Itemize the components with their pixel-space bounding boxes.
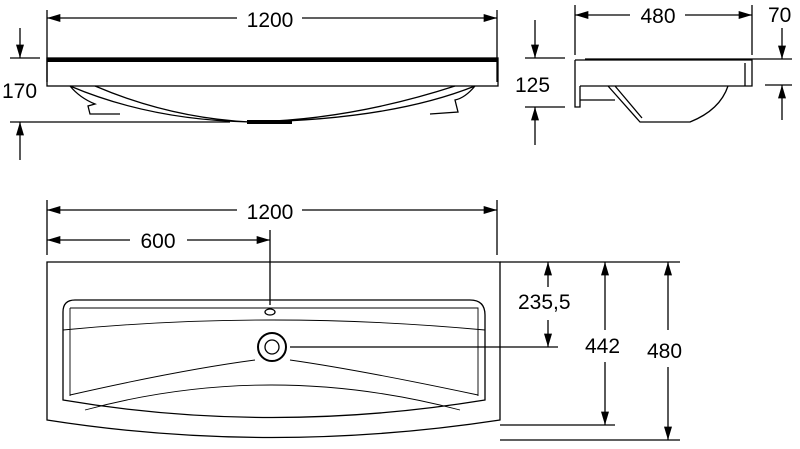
top-view: 1200 600 235,5 442 480 [46,200,682,441]
bowl-depth-label: 442 [585,335,620,358]
front-height-label: 170 [2,80,37,103]
front-view: 1200 170 [2,9,499,160]
side-depth-label: 480 [640,5,675,28]
side-height-label: 125 [515,74,550,97]
front-width-label: 1200 [247,9,294,32]
top-depth-label: 480 [647,340,682,363]
side-view: 480 70 125 [515,4,792,145]
top-width-label: 1200 [247,201,294,224]
side-rim-label: 70 [768,4,791,27]
drain-offset-label: 600 [140,230,175,253]
drain-depth-label: 235,5 [518,291,571,314]
